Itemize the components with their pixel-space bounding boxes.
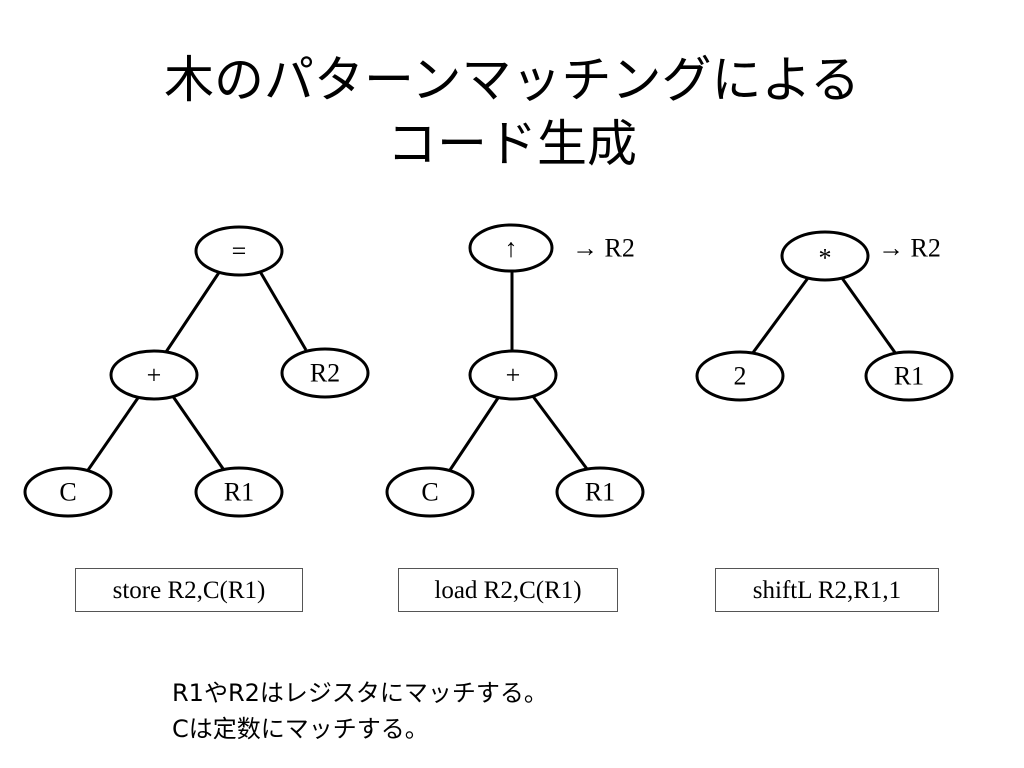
label-t1-r1: R1 bbox=[224, 478, 254, 507]
result-t2: → R2 bbox=[572, 234, 635, 263]
label-t3-root: * bbox=[819, 244, 832, 273]
edge-t3-root-two bbox=[750, 277, 810, 355]
title-line-2: コード生成 bbox=[387, 115, 637, 173]
edge-t3-root-r1 bbox=[840, 277, 898, 355]
node-t1-c bbox=[23, 466, 113, 518]
title-line-1: 木のパターンマッチングによる bbox=[164, 51, 860, 109]
code-box-load: load R2,C(R1) bbox=[398, 568, 618, 612]
edge-t1-root-plus bbox=[164, 267, 224, 353]
label-t3-two: 2 bbox=[734, 362, 747, 391]
node-t2-root bbox=[468, 223, 554, 273]
result-t3: → R2 bbox=[878, 234, 941, 263]
label-t2-root: ↑ bbox=[505, 234, 518, 263]
node-t1-r2 bbox=[280, 347, 370, 399]
note-line-2: Cは定数にマッチする。 bbox=[172, 715, 429, 743]
label-t2-r1: R1 bbox=[585, 478, 615, 507]
label-t1-c: C bbox=[59, 478, 76, 507]
label-t1-root: = bbox=[232, 237, 247, 266]
label-t1-plus: + bbox=[147, 361, 162, 390]
node-t1-plus bbox=[109, 349, 199, 401]
edge-t1-plus-r1 bbox=[170, 394, 228, 474]
code-box-shift: shiftL R2,R1,1 bbox=[715, 568, 939, 612]
node-t3-two bbox=[695, 350, 785, 402]
label-t2-c: C bbox=[421, 478, 438, 507]
label-t3-r1: R1 bbox=[894, 362, 924, 391]
node-t3-root bbox=[780, 230, 870, 282]
edge-t1-root-r2 bbox=[256, 267, 308, 351]
tree-diagrams: = + R2 C R1 ↑ + C R1 * 2 R1 → R2 → R2 bbox=[23, 223, 954, 518]
edge-t2-plus-r1 bbox=[530, 394, 592, 474]
code-box-store: store R2,C(R1) bbox=[75, 568, 303, 612]
node-t1-root bbox=[194, 225, 284, 277]
node-t2-r1 bbox=[555, 466, 645, 518]
page-title: 木のパターンマッチングによる コード生成 bbox=[0, 48, 1024, 176]
edge-t1-plus-c bbox=[84, 394, 142, 474]
label-t1-r2: R2 bbox=[310, 359, 340, 388]
label-t2-plus: + bbox=[506, 361, 521, 390]
node-t2-plus bbox=[468, 349, 558, 401]
node-t1-r1 bbox=[194, 466, 284, 518]
node-t2-c bbox=[385, 466, 475, 518]
edge-t2-plus-c bbox=[446, 394, 502, 474]
node-t3-r1 bbox=[864, 350, 954, 402]
note-line-1: R1やR2はレジスタにマッチする。 bbox=[172, 679, 548, 707]
